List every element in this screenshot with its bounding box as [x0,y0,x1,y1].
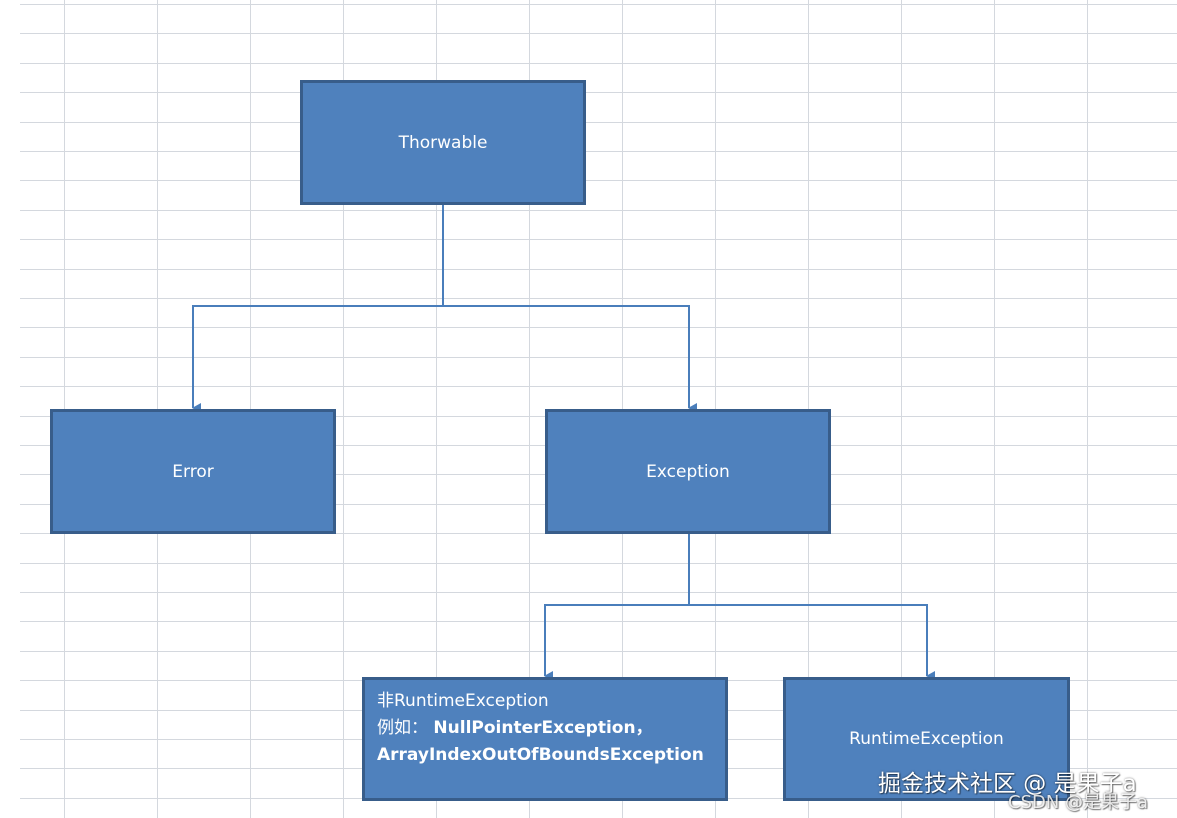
node-runtime-label: RuntimeException [849,729,1004,749]
connector-thorwable-error [192,205,444,413]
node-runtime-exception: RuntimeException [783,677,1070,801]
gridline [529,0,530,818]
gridline [20,92,1177,93]
example-prefix: 例如： [377,718,428,738]
gridline [343,0,344,818]
gridline [20,239,1177,240]
non-runtime-title: 非RuntimeException [377,691,549,711]
gridline [20,269,1177,270]
example-nullpointer: NullPointerException， [433,718,653,738]
node-error-label: Error [172,461,214,482]
gridline [994,0,995,818]
watermark-csdn: CSDN @是果子a [1008,792,1149,813]
gridline [20,621,1177,622]
example-arrayindex: ArrayIndexOutOfBoundsException [377,745,704,765]
gridline [1087,0,1088,818]
connector-exception-runtime [689,604,935,681]
gridline [20,33,1177,34]
gridline [20,592,1177,593]
gridline [20,651,1177,652]
gridline [436,0,437,818]
connector-thorwable-exception [443,305,697,413]
node-error: Error [50,409,336,534]
connector-exception-nonruntime [544,534,690,681]
node-thorwable: Thorwable [300,80,586,205]
node-thorwable-label: Thorwable [398,132,488,153]
gridline [20,386,1177,387]
gridline [20,563,1177,564]
gridline [20,298,1177,299]
gridline [20,4,1177,5]
node-exception-label: Exception [646,461,730,482]
gridline [20,357,1177,358]
gridline [20,180,1177,181]
watermark-juejin: 掘金技术社区 @ 是果子a [878,771,1137,797]
gridline [20,122,1177,123]
gridline [20,210,1177,211]
non-runtime-example-line: 例如： NullPointerException， [377,715,704,742]
gridline [20,151,1177,152]
node-exception: Exception [545,409,831,534]
gridline [20,63,1177,64]
gridline [901,0,902,818]
gridline [20,327,1177,328]
node-non-runtime-exception: 非RuntimeException 例如： NullPointerExcepti… [362,677,728,801]
